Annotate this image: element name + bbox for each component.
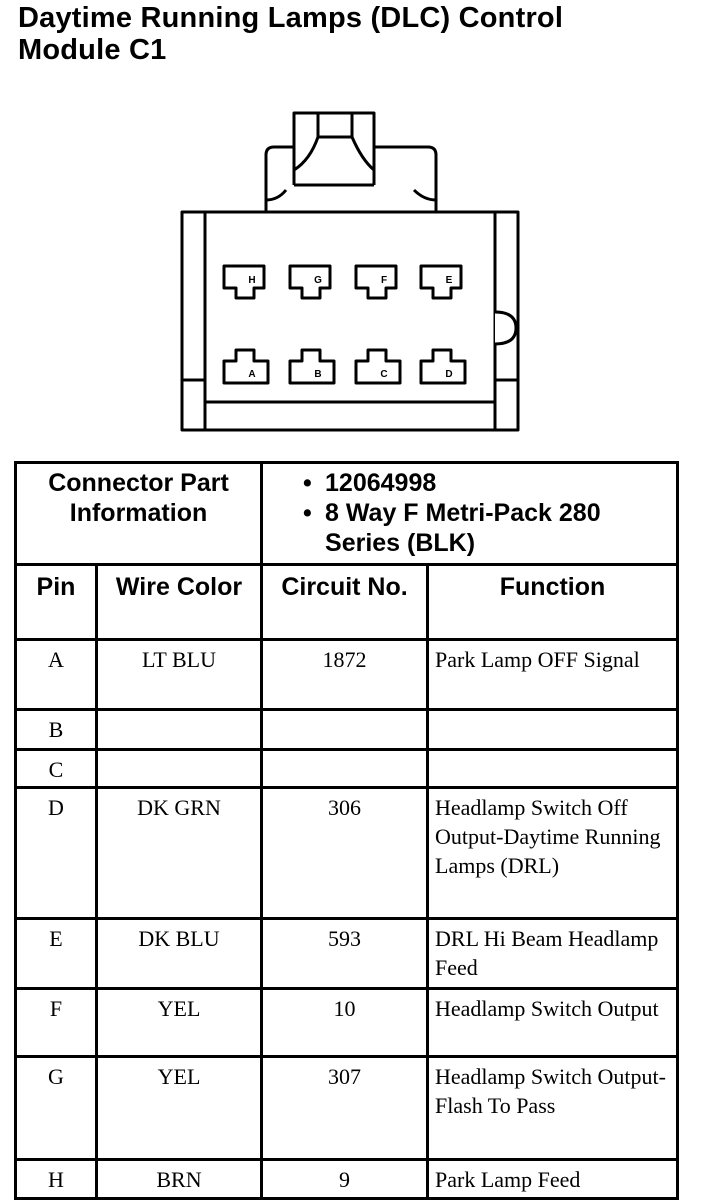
function-cell: Headlamp Switch Output-Flash To Pass — [426, 1055, 680, 1161]
connector-pin-table: Connector Part Information •12064998 •8 … — [13, 461, 680, 1200]
pin-cell: B — [14, 708, 98, 751]
wire-color-cell — [94, 708, 264, 751]
circuit-cell: 1872 — [260, 638, 430, 711]
circuit-cell: 9 — [260, 1158, 430, 1200]
column-header-pin: Pin — [14, 563, 98, 641]
pin-cell: G — [14, 1055, 98, 1161]
circuit-cell: 10 — [260, 987, 430, 1058]
cavity-label-e: E — [446, 275, 453, 286]
pin-cell: E — [14, 917, 98, 990]
table-row: D DK GRN 306 Headlamp Switch Off Output-… — [14, 786, 680, 920]
cavity-b — [288, 348, 336, 385]
table-row: E DK BLU 593 DRL Hi Beam Headlamp Feed — [14, 917, 680, 990]
cavity-e — [419, 264, 463, 300]
circuit-cell: 593 — [260, 917, 430, 990]
pin-cell: D — [14, 786, 98, 920]
table-row: A LT BLU 1872 Park Lamp OFF Signal — [14, 638, 680, 711]
wire-color-cell: YEL — [94, 1055, 264, 1161]
function-cell — [426, 748, 680, 789]
column-header-row: Pin Wire Color Circuit No. Function — [14, 563, 680, 641]
title-line-1: Daytime Running Lamps (DLC) Control — [18, 2, 564, 34]
wire-color-cell: LT BLU — [94, 638, 264, 711]
function-cell: DRL Hi Beam Headlamp Feed — [426, 917, 680, 990]
cavity-label-d: D — [445, 369, 452, 380]
cavity-label-a: A — [248, 369, 255, 380]
part-info-values: •12064998 •8 Way F Metri-Pack 280 Series… — [260, 461, 680, 566]
table-row: C — [14, 748, 680, 789]
cavity-a — [222, 348, 270, 385]
cavity-d — [419, 348, 467, 385]
cavity-label-c: C — [380, 369, 387, 380]
cavity-h — [222, 264, 266, 300]
pin-cell: C — [14, 748, 98, 789]
cavity-c — [354, 348, 402, 385]
circuit-cell — [260, 708, 430, 751]
function-cell: Headlamp Switch Output — [426, 987, 680, 1058]
part-info-item: •8 Way F Metri-Pack 280 Series (BLK) — [303, 499, 601, 557]
connector-face-diagram: H G F E A B C D — [180, 111, 520, 432]
wire-color-cell: DK BLU — [94, 917, 264, 990]
page-title: Daytime Running Lamps (DLC) Control Modu… — [18, 2, 698, 66]
pin-cell: A — [14, 638, 98, 711]
wire-color-cell: YEL — [94, 987, 264, 1058]
wire-color-cell: BRN — [94, 1158, 264, 1200]
column-header-wire-color: Wire Color — [94, 563, 264, 641]
table-row: G YEL 307 Headlamp Switch Output-Flash T… — [14, 1055, 680, 1161]
part-info-item: •12064998 — [303, 469, 437, 497]
connector-latch — [264, 111, 438, 212]
cavity-label-g: G — [314, 275, 322, 286]
pin-cell: H — [14, 1158, 98, 1200]
table-row: B — [14, 708, 680, 751]
circuit-cell: 306 — [260, 786, 430, 920]
cavity-label-f: F — [381, 275, 387, 286]
connector-body — [180, 210, 520, 432]
cavity-label-h: H — [248, 275, 255, 286]
title-line-2: Module C1 — [18, 34, 167, 66]
part-info-label: Connector Part Information — [13, 461, 264, 566]
table-row: F YEL 10 Headlamp Switch Output — [14, 987, 680, 1058]
pin-cell: F — [14, 987, 98, 1058]
function-cell: Park Lamp OFF Signal — [426, 638, 680, 711]
function-cell: Headlamp Switch Off Output-Daytime Runni… — [426, 786, 680, 920]
column-header-circuit: Circuit No. — [260, 563, 430, 641]
circuit-cell — [260, 748, 430, 789]
table-row: H BRN 9 Park Lamp Feed — [14, 1158, 680, 1200]
cavity-row-bottom — [222, 348, 467, 385]
function-cell — [426, 708, 680, 751]
part-info-row: Connector Part Information •12064998 •8 … — [13, 461, 680, 566]
cavity-row-top — [222, 264, 463, 300]
function-cell: Park Lamp Feed — [426, 1158, 680, 1200]
cavity-g — [288, 264, 332, 300]
circuit-cell: 307 — [260, 1055, 430, 1161]
wire-color-cell: DK GRN — [94, 786, 264, 920]
cavity-f — [354, 264, 398, 300]
column-header-function: Function — [426, 563, 680, 641]
wire-color-cell — [94, 748, 264, 789]
cavity-label-b: B — [314, 369, 321, 380]
